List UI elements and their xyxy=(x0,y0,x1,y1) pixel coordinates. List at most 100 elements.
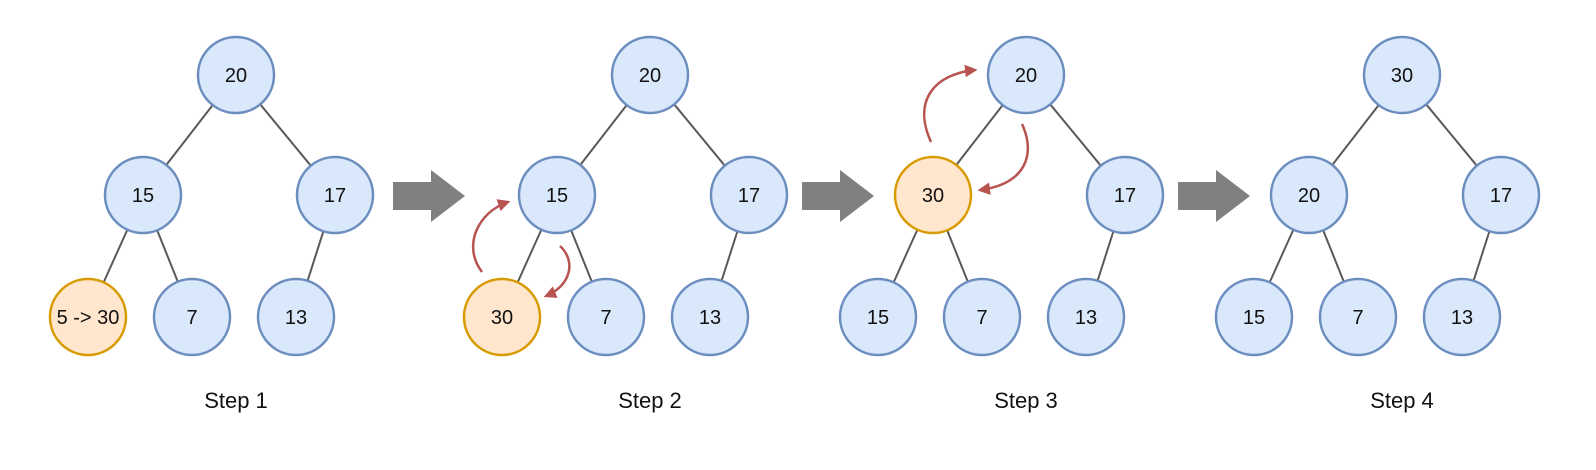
tree-edge xyxy=(156,229,179,283)
node-circle xyxy=(838,277,918,357)
node-value: 13 xyxy=(1075,307,1097,329)
node-circle xyxy=(48,277,128,357)
heap-node-right-left: 13 xyxy=(1422,277,1502,357)
node-circle xyxy=(893,155,973,235)
tree-edge xyxy=(946,229,969,283)
tree-edge xyxy=(1049,103,1102,167)
heap-node-right: 17 xyxy=(1085,155,1165,235)
heap-node-left-left: 5 -> 30 xyxy=(48,277,128,357)
node-value: 20 xyxy=(1298,185,1320,207)
node-value: 15 xyxy=(132,185,154,207)
heap-node-right: 17 xyxy=(1461,155,1541,235)
heap-node-root: 20 xyxy=(196,35,276,115)
tree-edge xyxy=(102,229,129,283)
step-label: Step 3 xyxy=(994,388,1058,413)
swap-arrow-icon xyxy=(543,245,571,298)
node-value: 30 xyxy=(1391,65,1413,87)
heap-node-left-right: 7 xyxy=(1318,277,1398,357)
node-circle xyxy=(295,155,375,235)
heap-node-left-left: 30 xyxy=(462,277,542,357)
node-circle xyxy=(196,35,276,115)
node-circle xyxy=(1318,277,1398,357)
tree-edge xyxy=(1425,103,1478,167)
node-value: 13 xyxy=(699,307,721,329)
tree-edge xyxy=(1322,229,1345,283)
heap-node-left: 15 xyxy=(103,155,183,235)
node-value: 7 xyxy=(976,307,987,329)
node-circle xyxy=(942,277,1022,357)
node-value: 7 xyxy=(186,307,197,329)
node-value: 20 xyxy=(639,65,661,87)
node-circle xyxy=(462,277,542,357)
node-circle xyxy=(103,155,183,235)
node-value: 17 xyxy=(1114,185,1136,207)
node-circle xyxy=(709,155,789,235)
step-arrows-layer xyxy=(393,170,1250,222)
tree-edge xyxy=(1268,229,1295,283)
node-circle xyxy=(1461,155,1541,235)
heap-node-left-left: 15 xyxy=(838,277,918,357)
node-value: 13 xyxy=(285,307,307,329)
heap-node-right-left: 13 xyxy=(256,277,336,357)
node-circle xyxy=(1362,35,1442,115)
node-value: 20 xyxy=(225,65,247,87)
node-circle xyxy=(1046,277,1126,357)
tree-edge xyxy=(306,230,325,282)
heap-node-left-right: 7 xyxy=(942,277,1022,357)
heap-node-root: 20 xyxy=(986,35,1066,115)
heap-node-right: 17 xyxy=(709,155,789,235)
step-label: Step 4 xyxy=(1370,388,1434,413)
tree-edge xyxy=(579,104,628,166)
node-value: 15 xyxy=(546,185,568,207)
node-value: 15 xyxy=(867,307,889,329)
node-circle xyxy=(517,155,597,235)
node-value: 15 xyxy=(1243,307,1265,329)
step-arrow-icon xyxy=(1178,170,1250,222)
heap-node-left: 30 xyxy=(893,155,973,235)
swap-arrow-icon xyxy=(977,123,1030,195)
node-circle xyxy=(1422,277,1502,357)
node-circle xyxy=(610,35,690,115)
tree-edge xyxy=(1096,230,1115,282)
step-label: Step 1 xyxy=(204,388,268,413)
heap-node-left: 15 xyxy=(517,155,597,235)
tree-edge xyxy=(720,230,739,282)
heap-node-right-left: 13 xyxy=(1046,277,1126,357)
node-value: 17 xyxy=(324,185,346,207)
heap-node-left-left: 15 xyxy=(1214,277,1294,357)
tree-edge xyxy=(259,103,312,167)
heap-node-root: 30 xyxy=(1362,35,1442,115)
node-value: 30 xyxy=(922,185,944,207)
step-label: Step 2 xyxy=(618,388,682,413)
tree-edge xyxy=(892,229,919,283)
node-value: 17 xyxy=(1490,185,1512,207)
swap-arrow-icon xyxy=(922,64,978,143)
tree-edge xyxy=(570,229,593,283)
tree-edge xyxy=(516,229,543,283)
heap-node-root: 20 xyxy=(610,35,690,115)
heap-node-left-right: 7 xyxy=(566,277,646,357)
node-value: 13 xyxy=(1451,307,1473,329)
node-circle xyxy=(1269,155,1349,235)
tree-edge xyxy=(1472,230,1491,282)
node-value: 17 xyxy=(738,185,760,207)
node-circle xyxy=(152,277,232,357)
node-circle xyxy=(670,277,750,357)
node-circle xyxy=(256,277,336,357)
step-labels-layer: Step 1 Step 2 Step 3 Step 4 xyxy=(204,388,1434,413)
tree-edge xyxy=(165,104,214,166)
node-value: 7 xyxy=(600,307,611,329)
heap-node-left: 20 xyxy=(1269,155,1349,235)
nodes-layer: 20 15 17 5 -> 30 7 13 20 15 17 30 7 13 20 30 17 15 7 13 30… xyxy=(48,35,1541,357)
swap-arrows-layer xyxy=(471,64,1030,298)
node-circle xyxy=(1085,155,1165,235)
node-value: 7 xyxy=(1352,307,1363,329)
heap-node-right-left: 13 xyxy=(670,277,750,357)
step-arrow-icon xyxy=(393,170,465,222)
heap-node-right: 17 xyxy=(295,155,375,235)
node-value: 30 xyxy=(491,307,513,329)
node-value: 5 -> 30 xyxy=(57,307,120,329)
node-circle xyxy=(986,35,1066,115)
edges-layer xyxy=(102,103,1491,283)
